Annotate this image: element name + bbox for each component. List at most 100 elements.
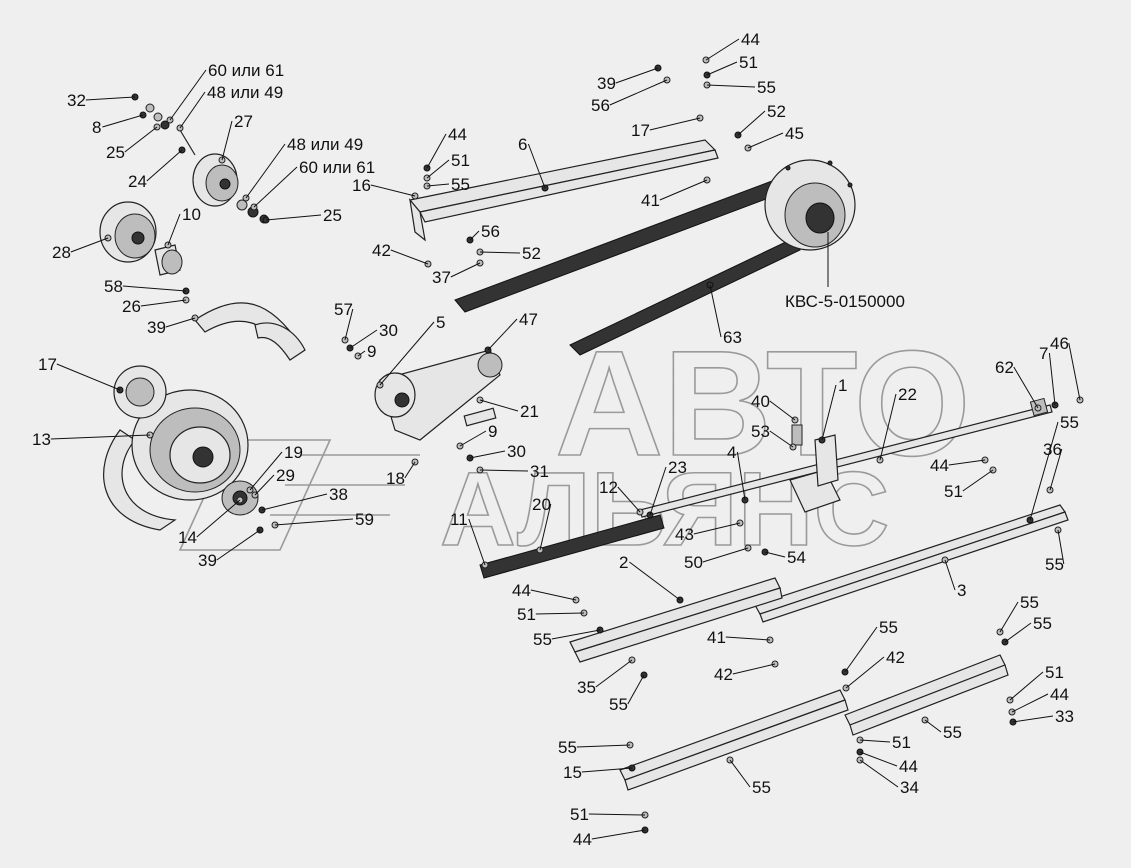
leader-line	[70, 237, 109, 253]
callout-label: 44	[512, 581, 531, 600]
callout-label: 3	[957, 581, 966, 600]
callout-label: 56	[591, 96, 610, 115]
callout-label: 55	[752, 778, 771, 797]
leader-line	[122, 285, 187, 292]
guard-3	[754, 504, 1069, 623]
callout-label: 51	[517, 605, 536, 624]
leader-line	[1057, 529, 1065, 565]
leader-line	[249, 451, 283, 491]
leader-line	[469, 230, 480, 241]
leader-line	[1013, 366, 1039, 409]
callout-label: 15	[563, 763, 582, 782]
leader-line	[725, 636, 771, 641]
leader-line	[140, 299, 187, 307]
callout-label: 44	[573, 830, 592, 849]
callout-label: 55	[533, 630, 552, 649]
leader-line	[169, 69, 207, 121]
callout-label: 39	[147, 318, 166, 337]
leader-line	[56, 363, 121, 391]
leader-line	[944, 559, 956, 591]
leader-line	[253, 166, 298, 208]
leader-line	[581, 767, 633, 773]
leader-line	[1009, 671, 1044, 701]
leader-line	[615, 67, 659, 84]
callout-label: 25	[323, 206, 342, 225]
watermark-logo	[178, 439, 420, 551]
leader-line	[179, 91, 206, 129]
callout-label: 41	[641, 191, 660, 210]
callout-label: 44	[741, 30, 760, 49]
leader-line	[747, 132, 784, 149]
pulley-28	[99, 201, 157, 263]
callout-label: 27	[234, 112, 253, 131]
callout-label: 24	[128, 172, 147, 191]
leader-line	[426, 183, 450, 187]
callout-label: 48 или 49	[207, 83, 283, 102]
callout-label: 52	[522, 244, 541, 263]
leader-line	[1004, 622, 1032, 643]
callout-label: 4	[727, 443, 736, 462]
leader-line	[769, 430, 794, 448]
callout-label: 12	[599, 478, 618, 497]
leader-line	[702, 547, 749, 563]
leader-line	[1068, 342, 1081, 401]
callout-leaders	[50, 38, 1081, 840]
tensioner-5	[374, 349, 503, 441]
leader-line	[609, 79, 668, 106]
spring-20	[479, 514, 665, 579]
leader-line	[254, 474, 275, 496]
leader-line	[426, 159, 450, 179]
callout-label: 59	[355, 510, 374, 529]
callout-label: 44	[448, 125, 467, 144]
support-1	[789, 424, 841, 513]
callout-label: 42	[886, 648, 905, 667]
leader-line	[1049, 448, 1063, 491]
leader-line	[709, 284, 722, 338]
kvs-pulley	[764, 159, 856, 251]
callout-label: 7	[1039, 344, 1048, 363]
leader-line	[196, 499, 241, 538]
callout-label: 14	[178, 528, 197, 547]
leader-line	[595, 659, 633, 688]
leader-line	[349, 329, 378, 349]
leader-line	[729, 759, 751, 788]
leader-line	[85, 96, 136, 101]
drawing-code: КВС-5-0150000	[785, 292, 905, 311]
leader-line	[1012, 715, 1054, 723]
guard-33	[844, 654, 1009, 736]
callout-label: 38	[329, 485, 348, 504]
leader-line	[629, 561, 681, 601]
callout-label: 39	[597, 74, 616, 93]
callout-label: 58	[104, 277, 123, 296]
callout-label: 22	[898, 385, 917, 404]
leader-line	[479, 251, 521, 254]
callout-label: 10	[182, 205, 201, 224]
leader-line	[379, 321, 435, 386]
callout-label: 45	[785, 124, 804, 143]
leader-line	[705, 38, 740, 61]
callout-label: 2	[619, 553, 628, 572]
callout-label: 48 или 49	[287, 135, 363, 154]
callout-label: 57	[334, 300, 353, 319]
callout-label: 8	[92, 118, 101, 137]
callout-label: 11	[450, 510, 468, 529]
callout-label: 44	[930, 456, 949, 475]
callout-label: 41	[707, 628, 726, 647]
leader-line	[576, 744, 631, 748]
leader-line	[530, 589, 577, 601]
callout-label: 42	[714, 665, 733, 684]
leader-line	[357, 350, 366, 357]
callout-label: 30	[507, 442, 526, 461]
callout-label: 51	[1045, 663, 1064, 682]
leader-line	[487, 318, 518, 351]
callout-label: 16	[352, 176, 371, 195]
leader-line	[539, 503, 552, 551]
leader-line	[124, 126, 158, 153]
leader-line	[588, 813, 646, 816]
leader-line	[551, 629, 601, 640]
callout-label: 60 или 61	[299, 158, 375, 177]
leader-line	[221, 120, 233, 161]
callout-label: 51	[451, 151, 470, 170]
